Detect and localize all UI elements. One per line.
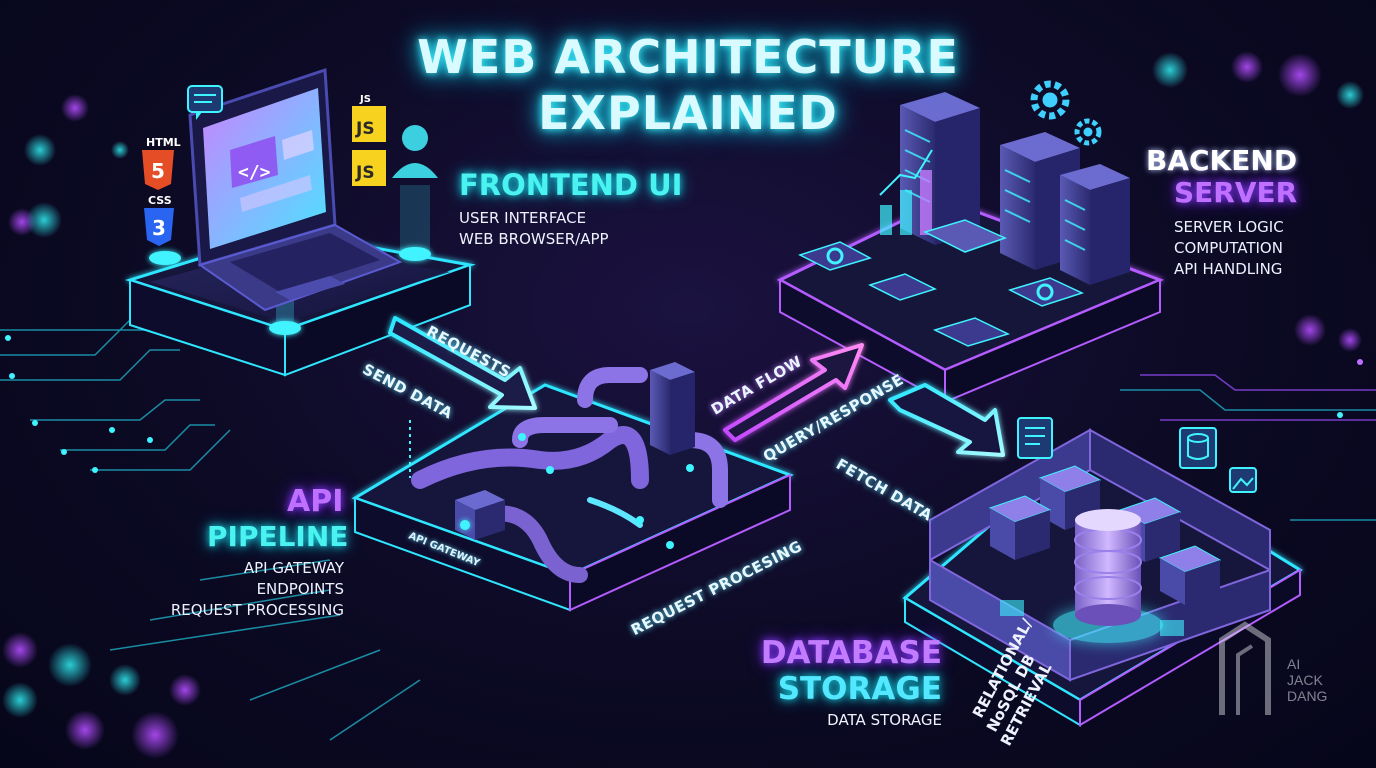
js-text-2: JS [355, 163, 375, 183]
arrow-requests [388, 316, 537, 410]
database-cylinder-icon [1053, 509, 1163, 643]
db-stack-icon [1179, 427, 1217, 469]
backend-heading-1: BACKEND [1146, 144, 1298, 177]
page-title: WEB ARCHITECTURE EXPLAINED [388, 30, 988, 140]
chip-modules [798, 219, 1085, 347]
backend-platform [776, 198, 1165, 404]
api-details: API GATEWAY ENDPOINTS REQUEST PROCESSING [171, 558, 344, 621]
watermark-line-1: AI [1287, 656, 1301, 672]
frontend-details: USER INTERFACE WEB BROWSER/APP [459, 208, 609, 250]
frontend-line-1: USER INTERFACE [459, 209, 587, 227]
watermark-text: AI JACK DANG [1287, 656, 1327, 704]
api-line-1: API GATEWAY [243, 559, 344, 577]
watermark-line-3: DANG [1287, 688, 1328, 704]
title-line-2: EXPLAINED [538, 86, 838, 140]
api-line-2: ENDPOINTS [256, 580, 344, 598]
js-text-1: JS [355, 119, 375, 139]
database-details: DATA STORAGE [827, 711, 942, 729]
css-num: 3 [152, 216, 166, 240]
frontend-heading: FRONTEND UI [459, 168, 683, 202]
backend-line-2: COMPUTATION [1174, 239, 1283, 257]
svg-text:</>: </> [238, 162, 271, 183]
css3-badge-icon: CSS 3 [144, 194, 174, 246]
document-icon [1017, 417, 1053, 459]
server-racks [900, 92, 1130, 285]
title-line-1: WEB ARCHITECTURE [417, 30, 959, 84]
pipeline-nodes [518, 433, 694, 549]
api-line-3: REQUEST PROCESSING [170, 601, 344, 619]
css-label: CSS [148, 194, 172, 207]
database-heading-2: STORAGE [777, 671, 942, 707]
circuit-nodes [5, 335, 1363, 473]
js-label: JS [359, 94, 371, 105]
arrow-data-flow [723, 343, 864, 442]
gateway-box [455, 490, 505, 540]
chat-bubble-icon [187, 85, 223, 120]
bar-chart-icon [879, 149, 933, 235]
pipeline-tower [650, 362, 695, 455]
backend-line-3: API HANDLING [1174, 260, 1283, 278]
gear-icon [1030, 80, 1102, 146]
database-heading-1: DATABASE [760, 635, 942, 671]
api-heading-2: PIPELINE [207, 520, 349, 553]
backend-heading-2: SERVER [1174, 176, 1298, 209]
html5-badge-icon: HTML 5 [142, 136, 181, 190]
backend-line-1: SERVER LOGIC [1174, 218, 1284, 236]
image-icon [1229, 467, 1257, 493]
laptop-icon: </> [188, 67, 403, 312]
html-num: 5 [151, 159, 165, 183]
arrow-fetch-data [888, 383, 1005, 457]
api-heading-1: API [287, 484, 344, 519]
database-fortress-walls [929, 428, 1271, 682]
bokeh-background [2, 51, 1364, 759]
watermark-line-2: JACK [1287, 672, 1323, 688]
backend-details: SERVER LOGIC COMPUTATION API HANDLING [1174, 217, 1284, 280]
js-badge-icon: JS JS JS [352, 94, 386, 186]
frontend-line-2: WEB BROWSER/APP [459, 230, 609, 248]
html-label: HTML [146, 136, 181, 149]
jack-dang-logo [1219, 621, 1271, 715]
user-icon [392, 125, 438, 251]
